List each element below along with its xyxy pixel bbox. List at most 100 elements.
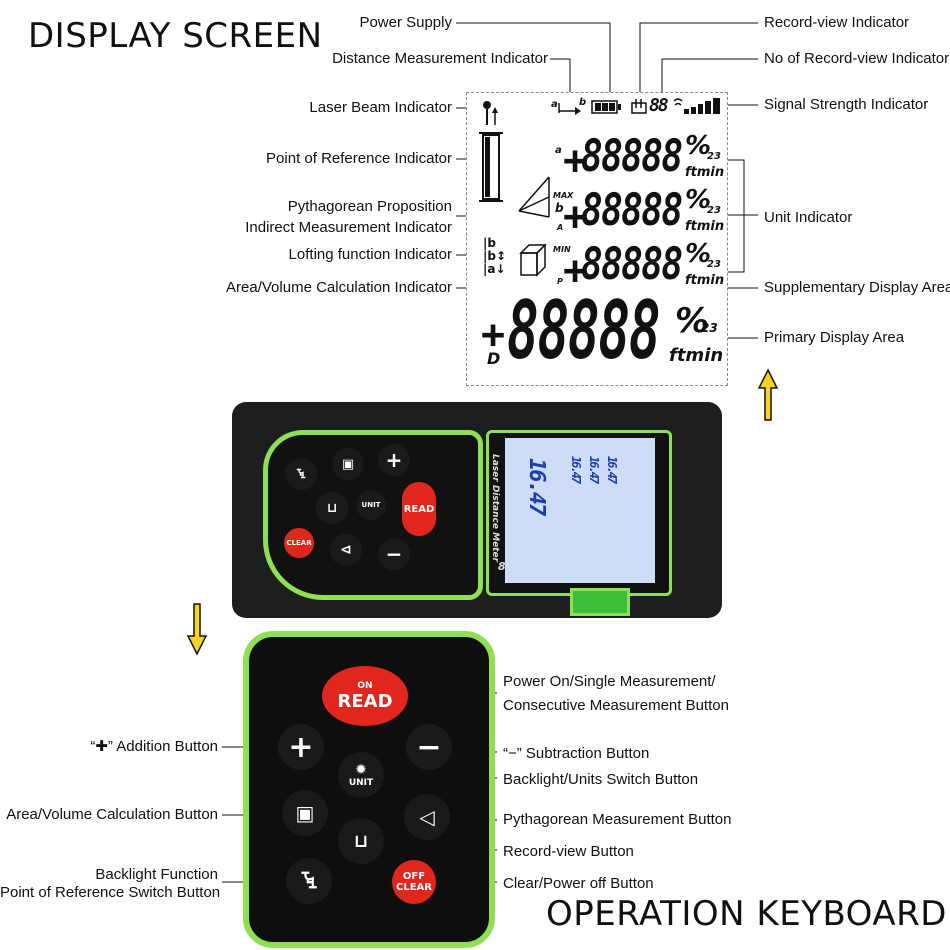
label-pythagorean-1: Pythagorean Proposition — [287, 198, 452, 215]
reference-icon: ꔃ — [300, 868, 318, 894]
dist-a-mark: a — [551, 99, 558, 110]
label-unit-indicator: Unit Indicator — [764, 209, 853, 226]
row3-percent: % — [685, 239, 712, 269]
label-backlight-1: Backlight Function — [95, 866, 218, 883]
kb-reference-button[interactable]: ꔃ — [286, 858, 332, 904]
row1-mark-a: a — [555, 145, 562, 156]
kb-read-button[interactable]: ON READ — [322, 666, 408, 726]
kb-read-text: READ — [337, 690, 393, 712]
device-screen-primary: 16.47 — [524, 458, 549, 515]
device-minus-button[interactable]: − — [378, 538, 410, 570]
primary-mark-D: D — [487, 349, 501, 368]
label-backlight-units: Backlight/Units Switch Button — [503, 771, 699, 788]
row2-mark-A: A — [557, 223, 564, 232]
primary-percent: % — [675, 301, 710, 341]
backlight-sun-icon: ✹ — [355, 762, 367, 778]
down-arrow-icon — [186, 603, 208, 656]
label-clear-power: Clear/Power off Button — [503, 875, 654, 892]
kb-clear-text: CLEAR — [396, 882, 432, 893]
label-point-of-reference: Point of Reference Indicator — [266, 150, 452, 167]
row2-unit: ftmin — [685, 219, 725, 234]
device-screen-sub-3: 16.47 — [605, 456, 619, 483]
row2-super: 23 — [707, 205, 721, 216]
pythagorean-icon — [518, 176, 550, 218]
kb-record-view-button[interactable]: ⊔ — [338, 818, 384, 864]
row1-sign: + — [563, 138, 587, 184]
label-power-on-2: Consecutive Measurement Button — [503, 697, 729, 714]
level-bubble — [570, 588, 630, 616]
device-screen-sub-1: 16.47 — [569, 456, 583, 483]
label-supplementary: Supplementary Display Area — [764, 279, 950, 296]
display-screen-title: DISPLAY SCREEN — [28, 16, 323, 56]
label-power-supply: Power Supply — [359, 14, 452, 31]
label-lofting: Lofting function Indicator — [288, 246, 452, 263]
kb-off-text: OFF — [402, 871, 426, 882]
row1-super: 23 — [707, 151, 721, 162]
device-read-button[interactable]: READ — [402, 482, 436, 536]
kb-minus-button[interactable]: − — [406, 724, 452, 770]
device-clear-button[interactable]: CLEAR — [284, 528, 314, 558]
distance-measurement-icon — [558, 103, 581, 115]
label-pythagorean-button: Pythagorean Measurement Button — [503, 811, 732, 828]
row2-mark-b: b — [555, 201, 564, 215]
primary-super: 23 — [701, 321, 718, 335]
row3-sign: + — [563, 248, 587, 294]
operation-keyboard-title: OPERATION KEYBOARD — [546, 894, 947, 934]
battery-icon — [591, 100, 621, 114]
row3-super: 23 — [707, 259, 721, 270]
row2-max: MAX — [553, 191, 574, 200]
record-icon: ⊔ — [353, 830, 369, 852]
up-arrow-icon — [757, 368, 779, 421]
primary-digits: 88888 — [507, 284, 661, 377]
kb-unit-button[interactable]: ✹ UNIT — [338, 752, 384, 798]
record-view-icon — [631, 99, 647, 114]
device-brand-text: Laser Distance Meter — [490, 454, 500, 563]
row2-digits: 88888 — [581, 185, 683, 236]
label-power-on-1: Power On/Single Measurement/ — [503, 673, 716, 690]
label-area-volume-button: Area/Volume Calculation Button — [6, 806, 218, 823]
label-pythagorean-2: Indirect Measurement Indicator — [245, 219, 452, 236]
primary-unit: ftmin — [669, 345, 724, 366]
kb-area-volume-button[interactable]: ▣ — [282, 790, 328, 836]
label-laser-beam: Laser Beam Indicator — [309, 99, 452, 116]
laser-beam-icon — [483, 101, 498, 125]
label-backlight-2: Point of Reference Switch Button — [0, 884, 221, 901]
row3-digits: 88888 — [581, 239, 683, 290]
kb-read-on-text: ON — [357, 680, 373, 691]
device-unit-button[interactable]: UNIT — [356, 490, 386, 520]
area-volume-icon: ▣ — [295, 801, 315, 825]
kb-plus-button[interactable]: + — [278, 724, 324, 770]
lofting-icon: |b|b↕|a↓ — [483, 236, 507, 276]
label-signal-strength: Signal Strength Indicator — [764, 96, 929, 113]
row3-unit: ftmin — [685, 273, 725, 288]
row3-min: MIN — [553, 245, 571, 254]
dist-b-mark: b — [579, 97, 587, 108]
primary-sign: + — [481, 312, 505, 358]
row3-mark-P: P — [557, 277, 563, 286]
area-volume-icon — [519, 243, 547, 277]
device-area-button[interactable]: ▣ — [332, 448, 364, 480]
device-plus-button[interactable]: + — [378, 444, 410, 476]
record-count-digits: 88 — [649, 95, 669, 116]
row2-percent: % — [685, 185, 712, 215]
device-reference-button[interactable]: ꔃ — [285, 458, 317, 490]
label-addition: “✚” Addition Button — [90, 738, 218, 755]
row1-percent: % — [685, 131, 712, 161]
label-record-view-button: Record-view Button — [503, 843, 634, 860]
kb-clear-button[interactable]: OFF CLEAR — [392, 860, 436, 904]
row1-unit: ftmin — [685, 165, 725, 180]
reference-point-icon — [479, 132, 503, 202]
device-pythagorean-button[interactable]: ⊲ — [330, 534, 362, 566]
kb-pythagorean-button[interactable]: ◁ — [404, 794, 450, 840]
label-distance-measurement: Distance Measurement Indicator — [332, 50, 548, 67]
device-record-button[interactable]: ⊔ — [316, 492, 348, 524]
label-area-volume-indicator: Area/Volume Calculation Indicator — [226, 279, 452, 296]
label-subtraction: “−” Subtraction Button — [503, 745, 650, 762]
lcd-diagram: |b|b↕|a↓ a b 88 a + 88888 % 23 ftmin — [466, 92, 728, 386]
label-record-view-indicator: Record-view Indicator — [764, 14, 910, 31]
device-screen-sub-2: 16.47 — [587, 456, 601, 483]
label-no-record-view: No of Record-view Indicator — [764, 50, 950, 67]
row1-digits: 88888 — [581, 131, 683, 182]
kb-unit-text: UNIT — [348, 778, 374, 788]
label-primary: Primary Display Area — [764, 329, 905, 346]
